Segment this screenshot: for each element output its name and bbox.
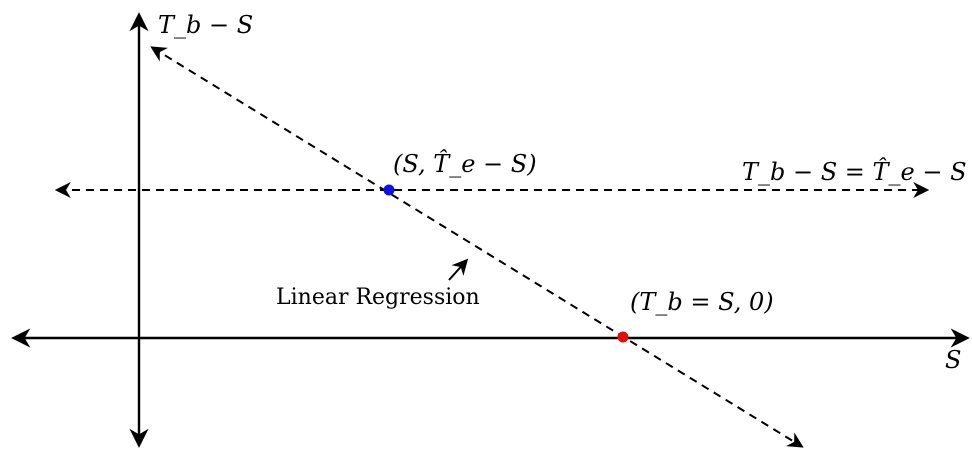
regression-annotation-arrow [448, 258, 469, 281]
y-axis-label: T_b − S [158, 11, 253, 39]
horizontal-line-label: T_b − S = T̂_e − S [742, 158, 967, 186]
regression-line [150, 46, 804, 448]
blue-point-label: (S, T̂_e − S) [393, 150, 537, 178]
regression-label: Linear Regression [276, 285, 480, 310]
red-point [617, 331, 629, 343]
x-axis-label: S [945, 346, 961, 374]
red-point-label: (T_b = S, 0) [630, 288, 774, 316]
blue-point [383, 184, 395, 196]
